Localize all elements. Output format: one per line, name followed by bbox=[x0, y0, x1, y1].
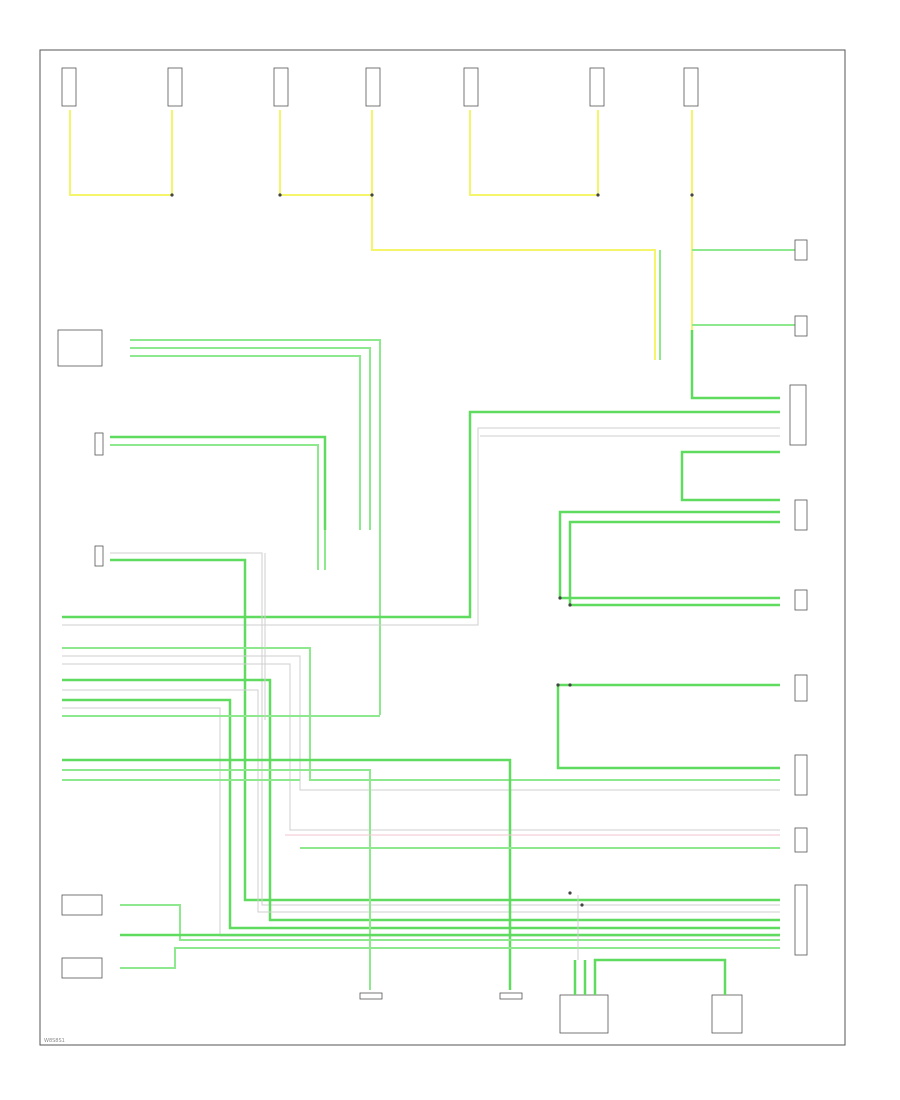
wire-h-700 bbox=[62, 698, 780, 930]
wire-h-656 bbox=[62, 655, 780, 791]
wire-yaw-1 bbox=[120, 904, 780, 941]
splice-dot bbox=[568, 603, 572, 607]
wire-meter-2 bbox=[110, 552, 780, 906]
main-body-ecu bbox=[794, 827, 808, 853]
wire-tcm-2 bbox=[110, 444, 319, 530]
right-rear-switch bbox=[794, 239, 808, 261]
wire-jb-3 bbox=[593, 958, 727, 995]
four-wheel-drive-module bbox=[794, 499, 808, 531]
power-steering-module bbox=[794, 674, 808, 702]
sensor-2 bbox=[167, 67, 183, 107]
wire-ecm-3 bbox=[130, 355, 361, 530]
wire-ps-loop bbox=[556, 683, 780, 770]
splice-dot bbox=[558, 596, 562, 600]
splice-dot bbox=[580, 903, 584, 907]
left-modules bbox=[57, 329, 381, 979]
wire-h-708 bbox=[62, 707, 780, 937]
splice-dot bbox=[690, 193, 694, 197]
left-rear-switch bbox=[794, 315, 808, 337]
abs-module bbox=[789, 384, 807, 446]
wire-ecm-can bbox=[130, 339, 381, 715]
splice-dot bbox=[278, 193, 282, 197]
splice-dot bbox=[170, 193, 174, 197]
transmission-control-module bbox=[94, 432, 104, 456]
wire-h-680 bbox=[62, 678, 780, 922]
wire-bus-gray-1 bbox=[62, 427, 780, 626]
combination-meter bbox=[94, 545, 104, 567]
sensor-3 bbox=[273, 67, 289, 107]
wire-4wd-2 bbox=[568, 520, 780, 607]
bus-lines bbox=[62, 410, 780, 990]
dlc3-connector bbox=[794, 884, 808, 956]
wire-steer-1 bbox=[120, 947, 780, 969]
sensor-4 bbox=[365, 67, 381, 107]
diagram-frame bbox=[39, 49, 846, 1046]
right-speaker-connector bbox=[499, 992, 523, 1000]
wire-h-664 bbox=[62, 663, 780, 831]
sensor-5 bbox=[463, 67, 479, 107]
page-code: W8S8S1 bbox=[44, 1038, 65, 1044]
splice-dot bbox=[370, 193, 374, 197]
wire-right-switch-1 bbox=[659, 249, 795, 360]
wire-abs-loop bbox=[680, 450, 780, 502]
splice-dot bbox=[568, 891, 572, 895]
splice-dot bbox=[596, 193, 600, 197]
wire-h-760 bbox=[62, 758, 512, 990]
engine-control-module bbox=[57, 329, 103, 367]
wire-meter-1 bbox=[110, 558, 780, 902]
junction-block bbox=[559, 994, 609, 1034]
wire-sensor-1-2 bbox=[69, 110, 173, 196]
transfer-case-module bbox=[794, 589, 808, 611]
wire-sensor-4-bus bbox=[371, 195, 656, 360]
yaw-rate-sensor bbox=[61, 894, 103, 916]
steering-angle-sensor bbox=[61, 957, 103, 979]
wire-4wd-1 bbox=[558, 510, 780, 600]
wire-ecm-2 bbox=[130, 347, 371, 530]
wire-bus-main bbox=[62, 410, 780, 619]
wire-sensor-3 bbox=[279, 110, 373, 196]
splice-dot bbox=[556, 683, 560, 687]
top-sensor-group bbox=[61, 67, 699, 360]
sensor-6 bbox=[589, 67, 605, 107]
right-modules bbox=[359, 384, 808, 1034]
wire-sensor-5-6 bbox=[469, 110, 599, 196]
wire-switch-down bbox=[690, 330, 780, 400]
wire-tcm-1 bbox=[110, 435, 327, 530]
right-switch-group bbox=[659, 239, 808, 400]
sensor-7 bbox=[683, 67, 699, 107]
splice-dot bbox=[568, 683, 572, 687]
wire-h-770 bbox=[62, 769, 371, 990]
sensor-1 bbox=[61, 67, 77, 107]
airbag-module bbox=[794, 754, 808, 796]
dlc-plug bbox=[711, 994, 743, 1034]
wire-h-648 bbox=[62, 647, 780, 781]
wire-h-690 bbox=[62, 689, 780, 913]
left-speaker-connector bbox=[359, 992, 383, 1000]
